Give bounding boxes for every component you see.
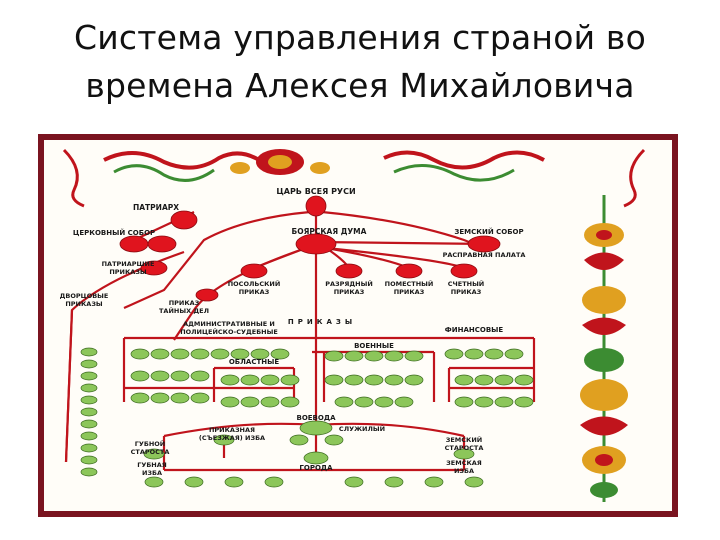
top-ornament bbox=[64, 149, 644, 206]
sluzhilye-label: СЛУЖИЛЫЙ bbox=[339, 424, 385, 433]
government-diagram: ЦАРЬ ВСЕЯ РУСИ ПАТРИАРХ ЦЕРКОВНЫЙ СОБОР … bbox=[44, 140, 672, 511]
patriarch-prikazy-label-2: ПРИКАЗЫ bbox=[109, 268, 147, 276]
church-council-node bbox=[120, 236, 148, 252]
posolsky-label-1: ПОСОЛЬСКИЙ bbox=[228, 279, 281, 288]
oblastnye-label: ОБЛАСТНЫЕ bbox=[229, 358, 280, 366]
slide-title: Система управления страной во времена Ал… bbox=[0, 14, 720, 110]
zemskaya-izba-label-2: ИЗБА bbox=[454, 467, 474, 475]
schetny-label-2: ПРИКАЗ bbox=[451, 288, 482, 296]
boyar-duma-label: БОЯРСКАЯ ДУМА bbox=[292, 227, 367, 236]
slide-title-line1: Система управления страной во bbox=[0, 14, 720, 62]
admin-label-1: АДМИНИСТРАТИВНЫЕ И bbox=[183, 320, 275, 328]
boyar-duma-node bbox=[296, 234, 336, 254]
razryadny-label-2: ПРИКАЗ bbox=[334, 288, 365, 296]
finance-label: ФИНАНСОВЫЕ bbox=[445, 326, 504, 334]
tsar-label: ЦАРЬ ВСЕЯ РУСИ bbox=[276, 187, 355, 196]
right-ornament-column bbox=[580, 195, 628, 502]
prikaznaya-label-1: ПРИКАЗНАЯ bbox=[209, 426, 255, 434]
pomestny-label-2: ПРИКАЗ bbox=[394, 288, 425, 296]
zemsky-starosta-label-2: СТАРОСТА bbox=[445, 444, 484, 452]
voevoda-label: ВОЕВОДА bbox=[296, 414, 336, 422]
tsar-node bbox=[306, 196, 326, 216]
voevoda-node bbox=[300, 421, 332, 435]
rasprava-label: РАСПРАВНАЯ ПАЛАТА bbox=[443, 251, 526, 259]
tainye-label-1: ПРИКАЗ bbox=[169, 299, 200, 307]
patriarch-node bbox=[171, 211, 197, 229]
patriarch-prikazy-label-1: ПАТРИАРШИЕ bbox=[102, 260, 155, 268]
goroda-node bbox=[304, 452, 328, 464]
patriarch-label: ПАТРИАРХ bbox=[133, 203, 179, 212]
posolsky-label-2: ПРИКАЗ bbox=[239, 288, 270, 296]
gubnoy-label-2: СТАРОСТА bbox=[131, 448, 170, 456]
dvortsovye-label-1: ДВОРЦОВЫЕ bbox=[60, 292, 109, 300]
schetny-label-1: СЧЕТНЫЙ bbox=[448, 279, 485, 288]
pomestny-label-1: ПОМЕСТНЫЙ bbox=[385, 279, 434, 288]
dvortsovye-label-2: ПРИКАЗЫ bbox=[65, 300, 103, 308]
razryadny-label-1: РАЗРЯДНЫЙ bbox=[325, 279, 373, 288]
church-council-label: ЦЕРКОВНЫЙ СОБОР bbox=[73, 228, 155, 237]
zemsky-sobor-node bbox=[468, 236, 500, 252]
zemsky-starosta-label-1: ЗЕМСКИЙ bbox=[446, 435, 483, 444]
prikazy-header-label: ПРИКАЗЫ bbox=[288, 318, 356, 326]
voennye-label: ВОЕННЫЕ bbox=[354, 342, 394, 350]
slide-title-line2: времена Алексея Михайловича bbox=[0, 62, 720, 110]
admin-label-2: ПОЛИЦЕЙСКО-СУДЕБНЫЕ bbox=[180, 327, 278, 336]
gubnaya-izba-label-2: ИЗБА bbox=[142, 469, 162, 477]
goroda-label: ГОРОДА bbox=[299, 464, 333, 472]
left-node-column bbox=[81, 348, 97, 476]
zemsky-sobor-label: ЗЕМСКИЙ СОБОР bbox=[454, 227, 523, 236]
gubnoy-label-1: ГУБНОЙ bbox=[135, 439, 166, 448]
prikaznaya-label-2: (СЪЕЗЖАЯ) ИЗБА bbox=[199, 434, 265, 442]
zemskaya-izba-label-1: ЗЕМСКАЯ bbox=[446, 459, 482, 467]
gubnaya-izba-label-1: ГУБНАЯ bbox=[137, 461, 167, 469]
tainye-label-2: ТАЙНЫХ ДЕЛ bbox=[159, 306, 209, 315]
